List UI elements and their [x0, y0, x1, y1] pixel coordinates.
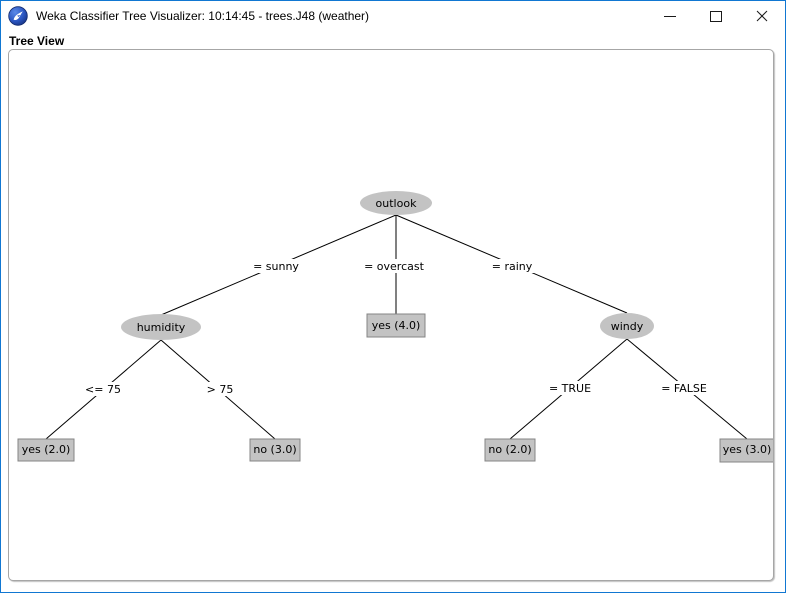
- leaf-label: yes (3.0): [723, 443, 772, 456]
- edge-label-rainy: = rainy: [487, 259, 537, 273]
- node-label: windy: [611, 320, 644, 333]
- close-button[interactable]: [739, 1, 785, 31]
- edge-label-humidity-gt: > 75: [204, 382, 236, 396]
- edge-label-windy-false: = FALSE: [657, 381, 711, 395]
- tree-leaf-yes-2[interactable]: yes (2.0): [17, 438, 75, 462]
- leaf-rect: [17, 438, 75, 462]
- leaf-label: no (2.0): [488, 443, 531, 456]
- edge-label-text: = FALSE: [661, 382, 707, 395]
- weka-bird-icon: [8, 6, 28, 26]
- edge-label-sunny: = sunny: [250, 259, 302, 273]
- edge-label-bg: [250, 259, 302, 273]
- leaf-rect: [249, 438, 301, 462]
- edge-label-text: = rainy: [492, 260, 533, 273]
- edge-label-bg: [487, 259, 537, 273]
- node-label: humidity: [137, 321, 186, 334]
- minimize-icon: [664, 15, 676, 17]
- node-ellipse: [360, 191, 432, 215]
- tree-leaf-no-3[interactable]: no (3.0): [249, 438, 301, 462]
- leaf-rect: [719, 438, 773, 463]
- leaf-label: yes (2.0): [22, 443, 71, 456]
- title-bar[interactable]: Weka Classifier Tree Visualizer: 10:14:4…: [1, 1, 785, 31]
- leaf-label: no (3.0): [253, 443, 296, 456]
- leaf-label: yes (4.0): [372, 319, 421, 332]
- edge-label-text: <= 75: [85, 383, 121, 396]
- edge-label-bg: [84, 382, 122, 396]
- edge-label-bg: [657, 381, 711, 395]
- edge-label-humidity-le: <= 75: [84, 382, 122, 396]
- node-ellipse: [121, 314, 201, 340]
- edge-label-windy-true: = TRUE: [546, 381, 594, 395]
- maximize-button[interactable]: [693, 1, 739, 31]
- edge-label-text: > 75: [207, 383, 234, 396]
- edge-label-bg: [546, 381, 594, 395]
- edge-label-bg: [204, 382, 236, 396]
- maximize-icon: [710, 10, 722, 22]
- tree-leaf-yes-4[interactable]: yes (4.0): [366, 313, 426, 338]
- node-label: outlook: [376, 197, 418, 210]
- edge-label-text: = TRUE: [549, 382, 591, 395]
- edge-label-text: = overcast: [364, 260, 425, 273]
- tree-leaf-yes-3[interactable]: yes (3.0): [719, 438, 773, 463]
- leaf-rect: [484, 438, 536, 462]
- edge-label-overcast: = overcast: [360, 259, 428, 273]
- tree-node-outlook[interactable]: outlook: [360, 191, 432, 215]
- tree-leaf-no-2[interactable]: no (2.0): [484, 438, 536, 462]
- caption-buttons: [647, 1, 785, 31]
- tree-node-windy[interactable]: windy: [600, 313, 654, 339]
- close-icon: [756, 10, 768, 22]
- tree-view-label: Tree View: [9, 34, 65, 48]
- minimize-button[interactable]: [647, 1, 693, 31]
- leaf-rect: [366, 313, 426, 338]
- window-title: Weka Classifier Tree Visualizer: 10:14:4…: [36, 9, 370, 23]
- node-ellipse: [600, 313, 654, 339]
- edge-label-text: = sunny: [253, 260, 299, 273]
- edge-label-bg: [360, 259, 428, 273]
- tree-node-humidity[interactable]: humidity: [121, 314, 201, 340]
- tree-view-panel[interactable]: = sunny = overcast = rainy <= 75 > 75 = …: [8, 49, 774, 581]
